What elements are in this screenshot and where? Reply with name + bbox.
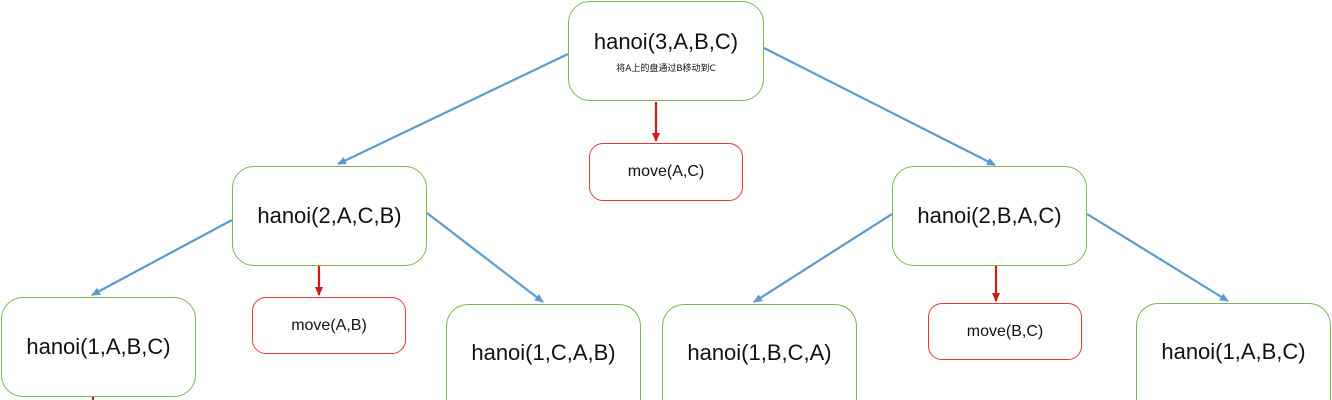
node-right: hanoi(2,B,A,C) — [892, 166, 1087, 266]
move-left: move(A,B) — [252, 297, 406, 354]
move-left-label: move(A,B) — [291, 316, 367, 334]
node-ll-label: hanoi(1,A,B,C) — [26, 334, 171, 359]
node-ll: hanoi(1,A,B,C) — [1, 297, 196, 397]
edge-right-to-rl — [753, 213, 893, 303]
node-lr: hanoi(1,C,A,B) — [446, 304, 641, 400]
edge-left-to-ll — [91, 219, 233, 296]
node-rr-label: hanoi(1,A,B,C) — [1161, 339, 1306, 364]
move-right-label: move(B,C) — [966, 322, 1044, 340]
node-rl: hanoi(1,B,C,A) — [662, 304, 857, 400]
node-right-label: hanoi(2,B,A,C) — [917, 203, 1062, 228]
move-root: move(A,C) — [589, 143, 743, 201]
edge-right-to-rr — [1086, 213, 1229, 302]
node-rr: hanoi(1,A,B,C) — [1136, 303, 1331, 400]
edge-left-to-lr — [426, 212, 544, 303]
node-left-label: hanoi(2,A,C,B) — [257, 203, 402, 228]
edge-root-to-left — [337, 53, 569, 165]
move-right: move(B,C) — [928, 303, 1082, 360]
node-root-note: 将A上的盘通过B移动到C — [616, 63, 716, 74]
node-lr-label: hanoi(1,C,A,B) — [471, 339, 616, 365]
node-left: hanoi(2,A,C,B) — [232, 166, 427, 266]
node-root-label: hanoi(3,A,B,C) — [593, 28, 739, 54]
move-root-label: move(A,C) — [627, 163, 705, 180]
node-rl-label: hanoi(1,B,C,A) — [687, 339, 832, 365]
edge-root-to-right — [763, 47, 996, 166]
node-root: hanoi(3,A,B,C) 将A上的盘通过B移动到C — [568, 1, 764, 101]
